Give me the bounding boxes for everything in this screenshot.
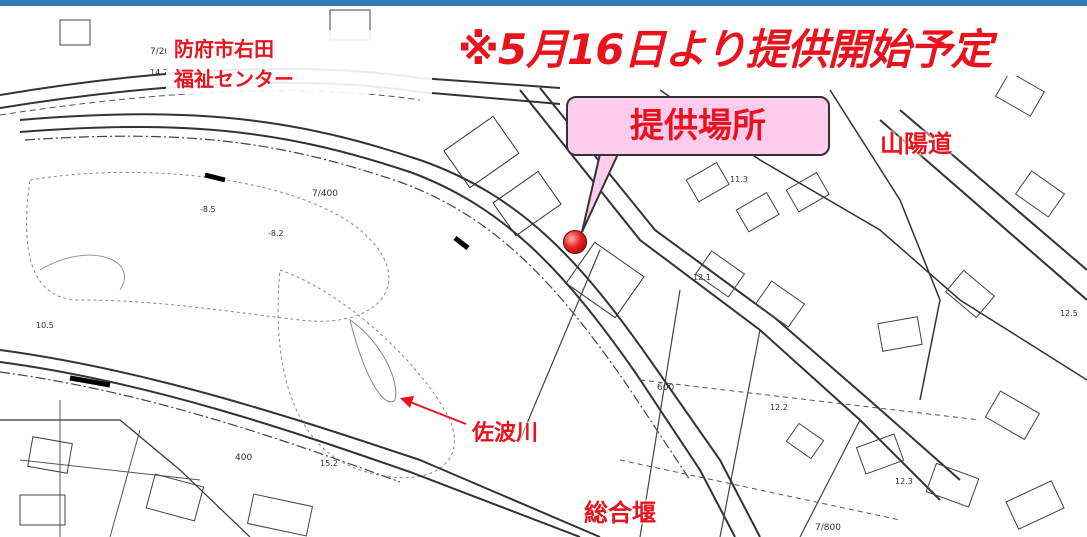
river-arrow: [409, 401, 467, 425]
map-elev-f: 12.5: [1060, 309, 1078, 318]
map-elev-d: 12.2: [770, 403, 788, 412]
top-color-bar: [0, 0, 1087, 6]
facility-label-line2: 福祉センター: [174, 67, 294, 91]
map-elev-j: -8.2: [268, 229, 284, 238]
facility-label: 防府市右田 福祉センター: [174, 34, 294, 94]
map-elev-i: -8.5: [200, 205, 216, 214]
highway-label: 山陽道: [880, 130, 952, 158]
map-elev-g: 10.5: [36, 321, 54, 330]
map-label-scale-bottom: 7/800: [815, 523, 841, 533]
map-elev-a: 14.2: [150, 68, 168, 77]
location-callout: 提供場所: [566, 96, 830, 156]
service-start-notice: ※5月16日より提供開始予定: [458, 25, 993, 74]
facility-label-line1: 防府市右田: [174, 37, 274, 61]
map-label-scale-top: 7/200: [150, 47, 176, 57]
location-pin-icon[interactable]: [563, 230, 587, 254]
weir-label: 総合堰: [584, 499, 656, 527]
topographic-map[interactable]: 7/200 7/400 7/800 600 400 14.2 11.3 12.1…: [0, 6, 1087, 537]
river-arrow-head: [400, 396, 414, 408]
map-elev-e: 12.3: [895, 477, 913, 486]
location-callout-text: 提供場所: [630, 106, 766, 146]
map-label-400: 400: [235, 453, 252, 463]
map-elev-h: 15.2: [320, 459, 338, 468]
map-label-600: 600: [657, 383, 674, 393]
map-label-scale-mid: 7/400: [312, 189, 338, 199]
river-label: 佐波川: [472, 421, 539, 446]
map-elev-c: 12.1: [693, 273, 711, 282]
notice-background: [436, 10, 1087, 76]
facility-label-background: [166, 30, 432, 94]
map-elev-b: 11.3: [730, 175, 748, 184]
